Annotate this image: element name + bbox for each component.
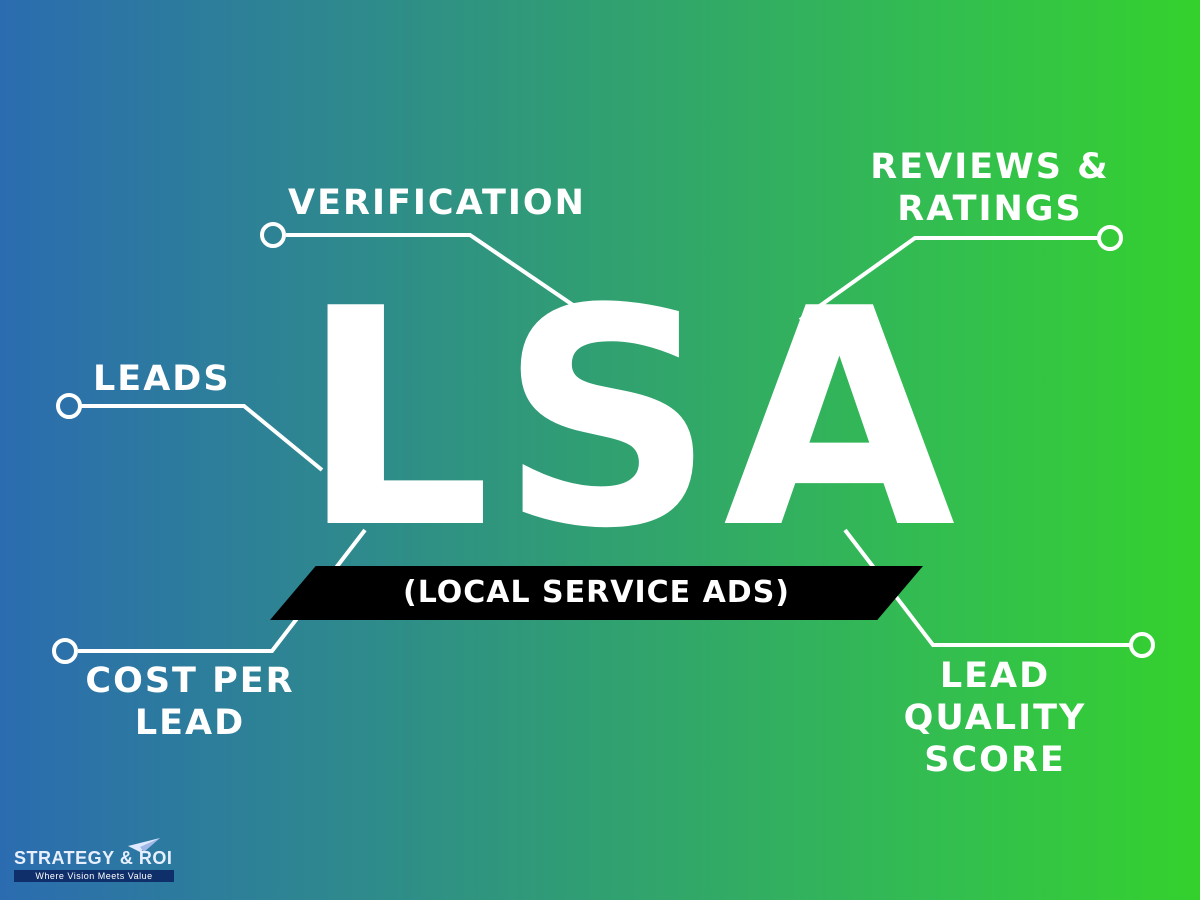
logo-name: STRATEGY & ROI: [14, 848, 173, 868]
label-verification: VERIFICATION: [288, 183, 586, 223]
label-reviews-ratings: REVIEWS & RATINGS: [860, 146, 1120, 230]
subtitle-banner: [270, 566, 923, 620]
label-reviews-line1: REVIEWS &: [870, 147, 1110, 187]
company-logo: STRATEGY & ROI Where Vision Meets Value: [14, 838, 176, 884]
node-dot-verification: [260, 222, 286, 248]
paper-plane-icon: [128, 838, 160, 852]
connector-reviews: [798, 236, 1098, 322]
label-leads: LEADS: [93, 359, 231, 399]
label-quality-line2: SCORE: [924, 740, 1066, 780]
connector-leads: [81, 404, 324, 472]
subtitle-text: (LOCAL SERVICE ADS): [402, 575, 791, 610]
label-cost-per-lead: COST PER LEAD: [70, 660, 310, 744]
label-reviews-line2: RATINGS: [897, 189, 1083, 229]
label-cost-line2: LEAD: [134, 703, 246, 743]
logo-tagline: Where Vision Meets Value: [14, 870, 174, 882]
node-dot-cost: [52, 638, 78, 664]
label-lead-quality-score: LEAD QUALITY SCORE: [845, 655, 1145, 781]
lsa-title: LSA: [300, 245, 964, 594]
connector-verification: [286, 233, 597, 322]
node-dot-leads: [56, 393, 82, 419]
node-dot-quality: [1129, 632, 1155, 658]
label-quality-line1: LEAD QUALITY: [903, 656, 1087, 738]
label-cost-line1: COST PER: [85, 661, 295, 701]
node-dot-reviews: [1097, 225, 1123, 251]
